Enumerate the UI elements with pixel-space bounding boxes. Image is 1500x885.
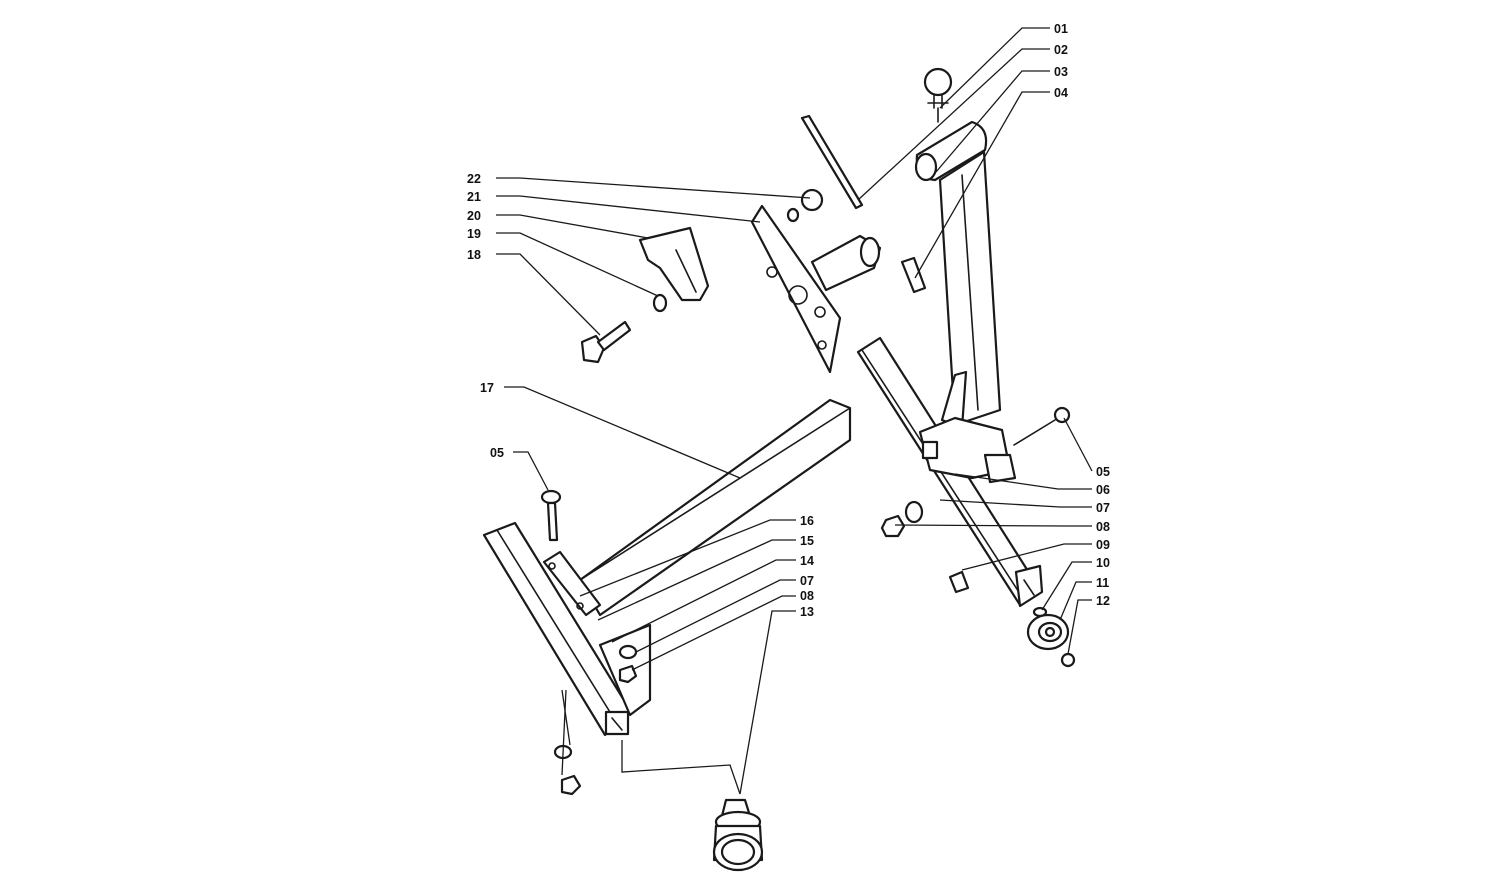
callout-18: 18 — [467, 248, 481, 262]
part-04-short-pin — [900, 256, 927, 294]
callout-20: 20 — [467, 209, 481, 223]
part-03-upright-column — [914, 120, 1002, 430]
callout-22: 22 — [467, 172, 481, 186]
callout-02: 02 — [1054, 43, 1068, 57]
part-13-caster — [712, 798, 764, 872]
callout-07-right: 07 — [1096, 501, 1110, 515]
callout-01: 01 — [1054, 22, 1068, 36]
callout-06: 06 — [1096, 483, 1110, 497]
part-12-nut — [1060, 652, 1076, 668]
callout-13: 13 — [800, 605, 814, 619]
callout-16: 16 — [800, 514, 814, 528]
callout-14: 14 — [800, 554, 814, 568]
callout-09: 09 — [1096, 538, 1110, 552]
part-11-wheel — [1026, 613, 1070, 651]
part-07-washer-right — [904, 500, 924, 524]
part-01-knob — [923, 67, 953, 123]
callout-07-left: 07 — [800, 574, 814, 588]
callout-04: 04 — [1054, 86, 1068, 100]
callout-10: 10 — [1096, 556, 1110, 570]
part-06-base-tube — [856, 336, 1044, 608]
part-22-nut — [786, 188, 824, 223]
part-19-washer — [652, 293, 668, 313]
part-05-bolt-left — [540, 489, 562, 542]
part-21-shaft — [810, 234, 882, 292]
part-09-cam-lock — [948, 570, 970, 594]
callout-11: 11 — [1096, 576, 1109, 590]
callout-17: 17 — [480, 381, 494, 395]
part-08-nut-right — [880, 514, 906, 538]
callout-03: 03 — [1054, 65, 1068, 79]
part-17-crossbar — [578, 398, 852, 617]
part-05-bolt-right — [1013, 406, 1071, 446]
part-21-mounting-plate — [750, 204, 842, 374]
callout-05-left: 05 — [490, 446, 504, 460]
callout-12: 12 — [1096, 594, 1110, 608]
callout-08-right: 08 — [1096, 520, 1110, 534]
callout-05-right: 05 — [1096, 465, 1110, 479]
callout-08-left: 08 — [800, 589, 814, 603]
part-16-bracket — [542, 550, 602, 617]
callout-15: 15 — [800, 534, 814, 548]
leader-lines — [496, 27, 1093, 795]
part-18-bolt — [580, 320, 632, 364]
callout-labels: 01 02 03 04 05 06 07 08 09 10 11 12 22 2… — [467, 22, 1110, 619]
callout-21: 21 — [467, 190, 481, 204]
part-02-long-pin — [800, 114, 864, 210]
callout-19: 19 — [467, 227, 481, 241]
part-20-clamp — [638, 226, 710, 302]
